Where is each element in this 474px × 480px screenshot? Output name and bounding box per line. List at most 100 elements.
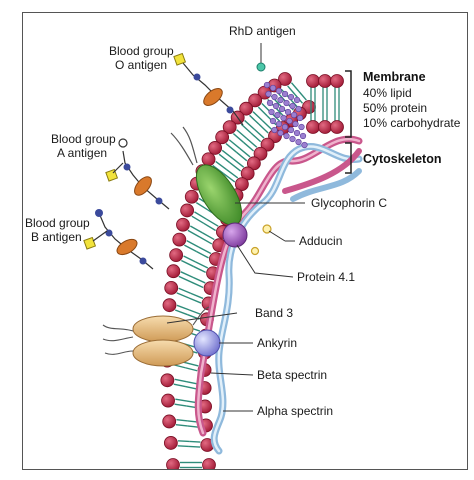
rhd-subunit xyxy=(271,93,278,101)
membrane-carbohydrate-text: 10% carbohydrate xyxy=(363,116,461,130)
blood-group-o-label-2: O antigen xyxy=(115,58,167,72)
lipid-tail xyxy=(290,82,300,92)
lipid-tail xyxy=(176,292,190,299)
lipid-tail xyxy=(232,133,244,143)
legend-lipid-head xyxy=(330,74,344,88)
lipid-tail xyxy=(195,202,209,211)
membrane-lipid-text: 40% lipid xyxy=(363,86,412,100)
lipid-tail xyxy=(175,398,188,402)
lipid-head xyxy=(162,414,177,429)
phospholipid-pair xyxy=(163,436,215,452)
rhd-subunit xyxy=(278,105,286,113)
rhd-subunit xyxy=(274,111,281,119)
membrane-title: Membrane xyxy=(363,70,426,84)
lipid-tail xyxy=(225,143,237,153)
lipid-tail xyxy=(181,259,194,268)
lipid-tail xyxy=(252,111,263,122)
lipid-head xyxy=(246,156,261,171)
lipid-tail xyxy=(186,240,200,248)
lipid-tail xyxy=(240,123,252,134)
a-antigen-terminal xyxy=(118,138,128,148)
phospholipid-pair xyxy=(166,458,216,469)
band-3-protein xyxy=(102,306,210,367)
blood-group-a-label-2: A antigen xyxy=(57,146,107,160)
rhd-subunit xyxy=(284,108,292,116)
lipid-tail xyxy=(187,425,199,428)
cytoskeleton-title: Cytoskeleton xyxy=(363,152,442,166)
rhd-subunit xyxy=(271,126,278,134)
beta-spectrin-label: Beta spectrin xyxy=(257,368,327,382)
lipid-tail xyxy=(196,250,209,259)
lipid-tail xyxy=(261,120,273,130)
rhd-subunit xyxy=(287,93,295,101)
legend-lipid-head xyxy=(330,120,344,134)
lipid-tail xyxy=(188,297,202,304)
lipid-head xyxy=(180,203,195,218)
lipid-tail xyxy=(174,403,187,407)
phospholipid-pair xyxy=(215,130,261,171)
lipid-tail xyxy=(174,309,188,316)
lipid-tail xyxy=(201,232,215,241)
lipid-tail xyxy=(287,85,296,96)
lipid-tail xyxy=(188,309,202,316)
ankyrin-protein xyxy=(193,329,221,357)
membrane-protein-text: 50% protein xyxy=(363,101,427,115)
lipid-tail xyxy=(183,255,197,263)
rhd-subunit xyxy=(281,123,289,131)
rhd-subunit xyxy=(289,135,296,143)
phospholipid-pair xyxy=(201,152,249,192)
rhd-subunit xyxy=(289,102,296,110)
lipid-tail xyxy=(190,292,204,300)
lipid-tail xyxy=(184,244,197,253)
rhd-subunit xyxy=(293,129,301,137)
rhd-subunit xyxy=(283,99,290,107)
rhd-subunit xyxy=(272,102,280,110)
lipid-head xyxy=(260,137,275,152)
lipid-head xyxy=(184,189,199,204)
lipid-tail xyxy=(221,149,234,160)
membrane-legend-sample xyxy=(306,74,344,134)
lipid-tail xyxy=(189,225,203,234)
rhd-subunit xyxy=(290,111,298,119)
lipid-tail xyxy=(187,229,201,238)
lipid-tail xyxy=(176,304,190,311)
lipid-head xyxy=(278,72,292,86)
lipid-tail xyxy=(192,276,206,284)
lipid-head xyxy=(248,93,263,108)
lipid-head xyxy=(166,264,181,279)
rhd-subunit xyxy=(287,126,295,134)
lipid-tail xyxy=(173,383,186,388)
blood-group-b-label-1: Blood group xyxy=(25,216,90,230)
membrane-bracket xyxy=(345,70,352,138)
phospholipid-pair xyxy=(208,141,255,181)
rhd-subunit xyxy=(299,132,307,140)
lipid-tail xyxy=(188,445,201,448)
legend-lipid-head xyxy=(306,120,320,134)
lipid-tail xyxy=(243,141,255,152)
lipid-tail xyxy=(250,132,262,143)
cytoskeleton-bracket xyxy=(345,142,352,174)
lipid-tail xyxy=(175,424,188,427)
rhd-subunit xyxy=(266,99,274,107)
lipid-tail xyxy=(178,287,192,295)
leader-lines xyxy=(166,202,305,412)
lipid-head xyxy=(201,152,216,167)
lipid-tail xyxy=(180,271,194,279)
rhd-subunit xyxy=(301,141,308,149)
blood-group-b-chain xyxy=(83,209,154,270)
lipid-head xyxy=(172,232,187,247)
lipid-tail xyxy=(178,275,192,283)
rhd-subunit xyxy=(295,138,302,146)
lipid-head xyxy=(166,458,180,469)
rhd-antigen-protein xyxy=(263,81,308,149)
blood-group-a-label-1: Blood group xyxy=(51,132,116,146)
lipid-head xyxy=(164,280,179,295)
rhd-antigen-marker xyxy=(256,62,266,72)
lipid-tail xyxy=(223,173,236,183)
lipid-head xyxy=(234,177,249,192)
lipid-tail xyxy=(185,367,198,372)
lipid-tail xyxy=(249,114,260,125)
rhd-subunit xyxy=(275,120,283,128)
protein-4-1-label: Protein 4.1 xyxy=(297,270,355,284)
legend-lipid-head xyxy=(318,120,332,134)
